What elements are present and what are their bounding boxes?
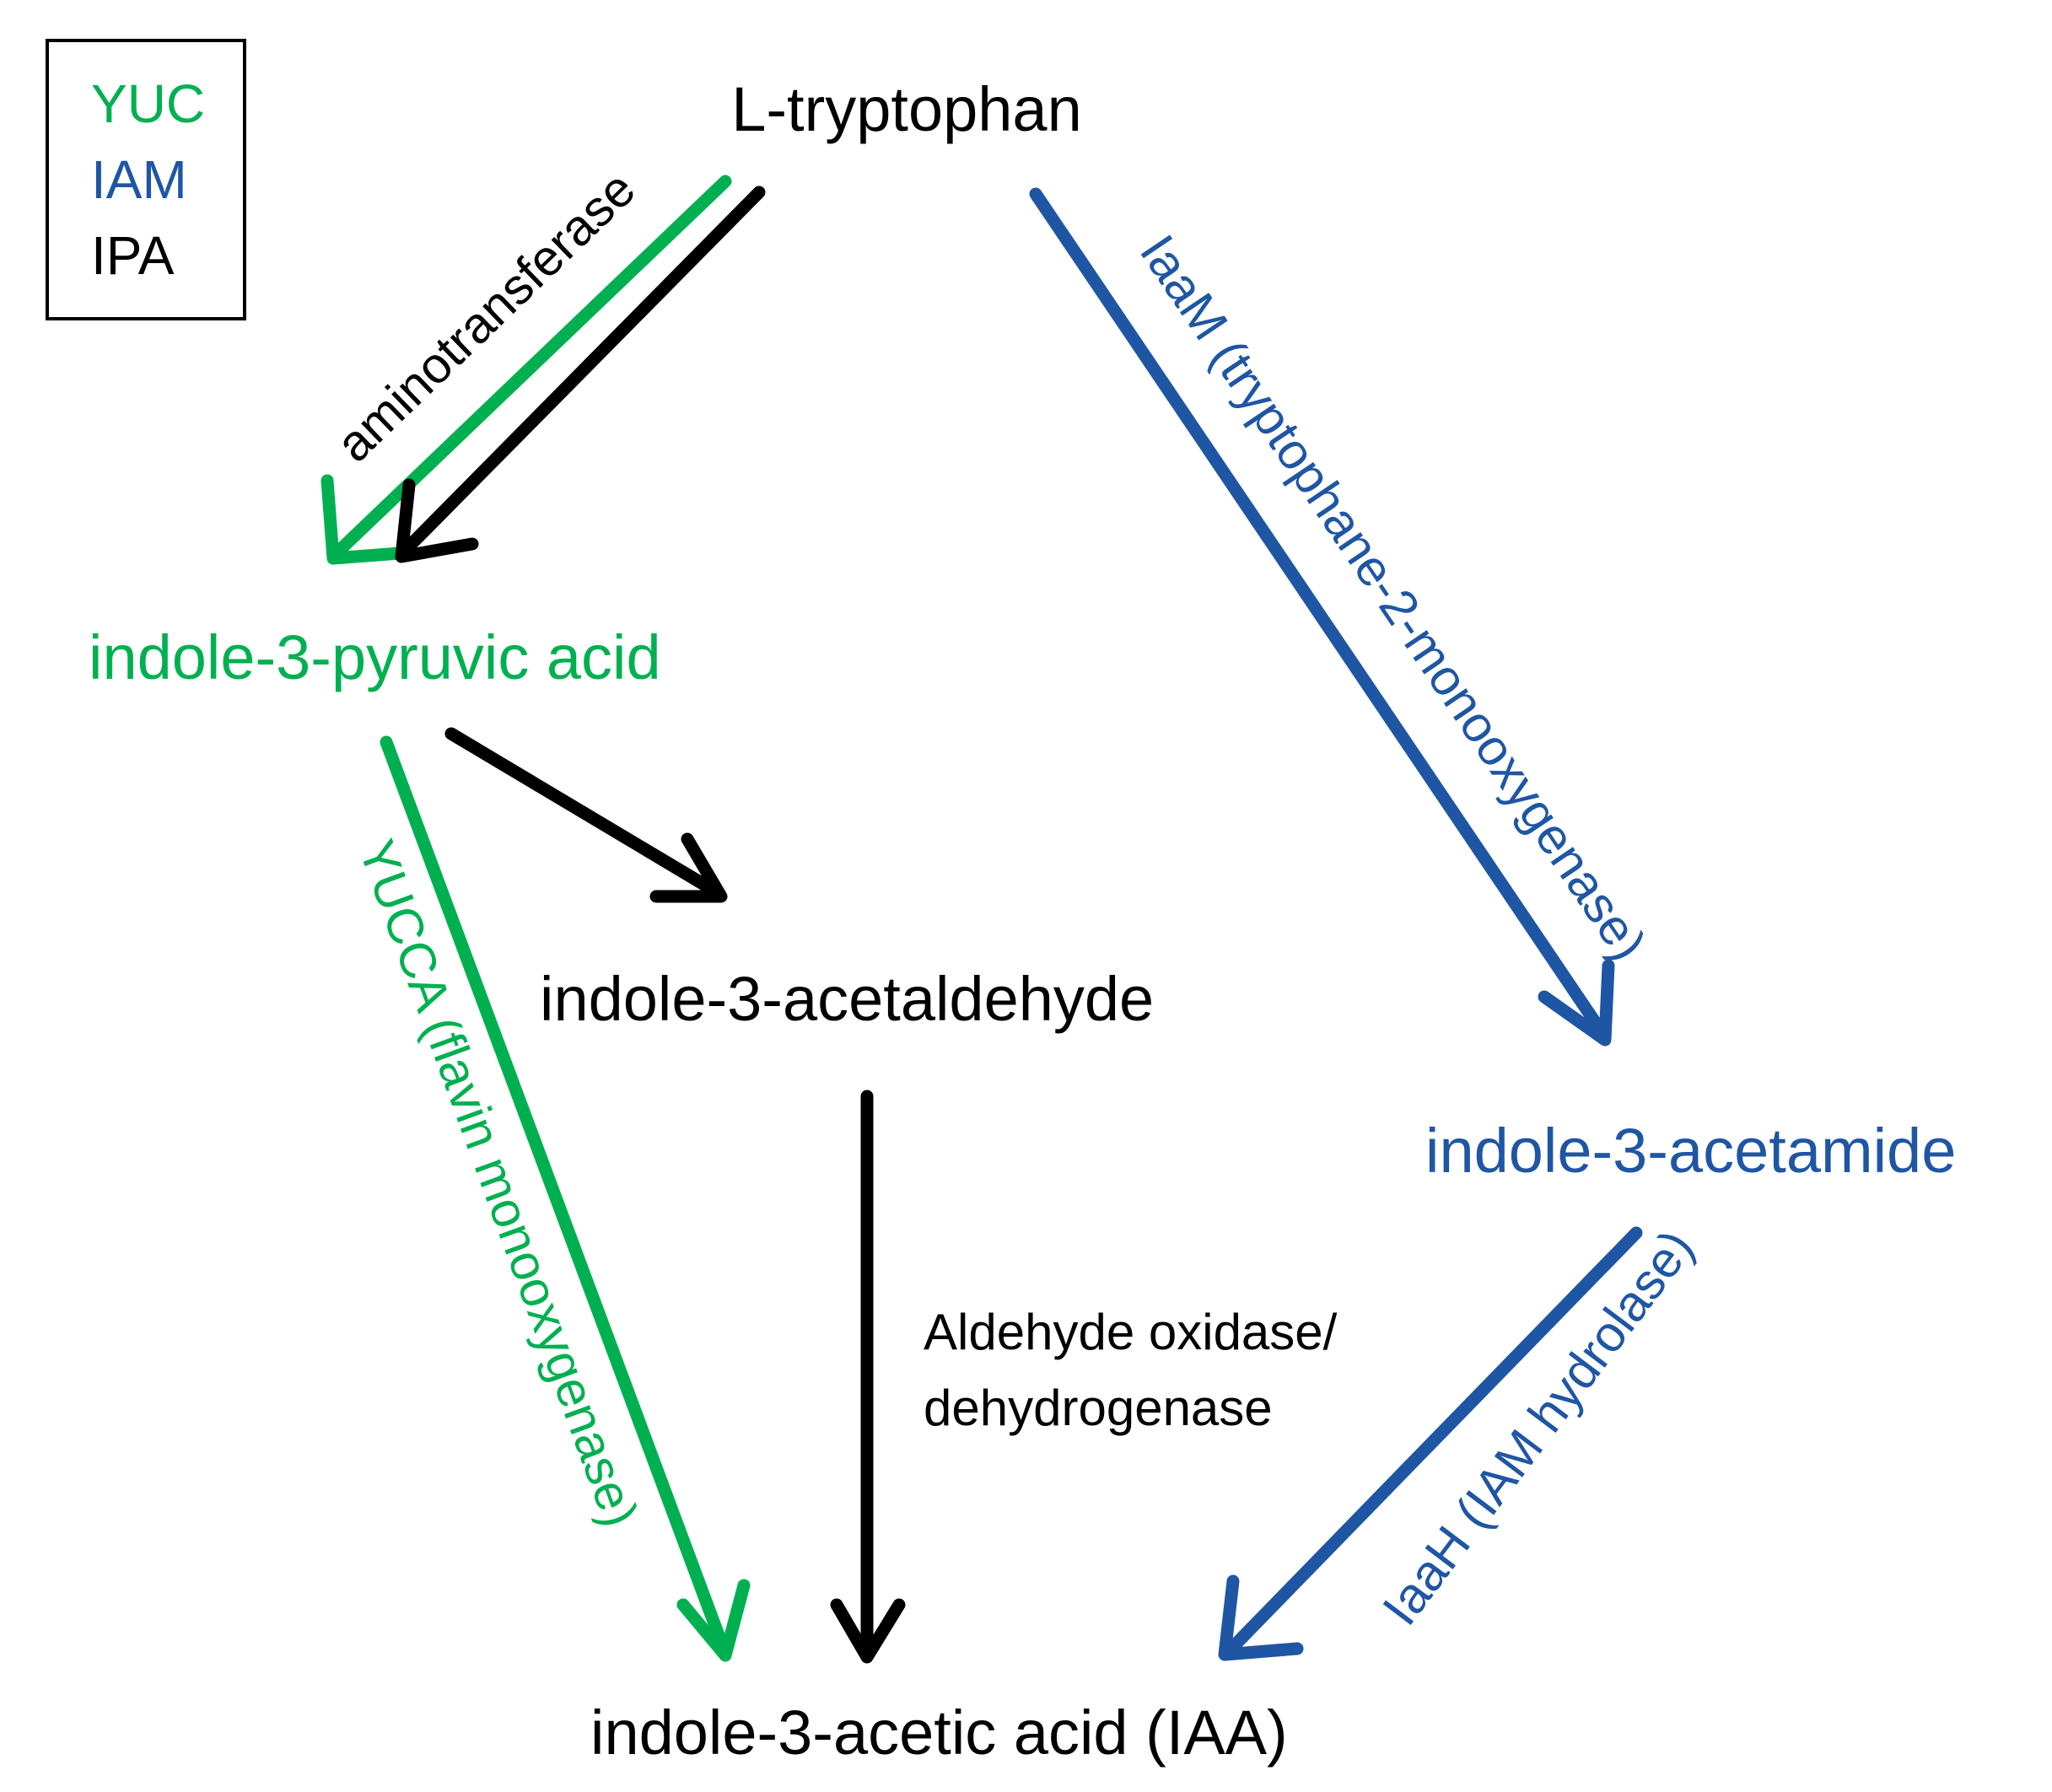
legend-ipa: IPA [91,225,175,286]
label-iaam: IaaM (tryptophane-2-monooxygenase) [1129,225,1657,971]
arrow-pyruvic-to-iaa-yuc [380,735,751,1662]
arrow-acetamide-to-iaa-iam [1218,1226,1643,1661]
node-indole-3-pyruvic-acid: indole-3-pyruvic acid [89,622,661,692]
label-aldehyde-oxidase-line1: Aldehyde oxidase/ [924,1304,1338,1360]
arrow-pyruvic-to-acetaldehyde-ipa [444,727,728,903]
legend-box [46,39,246,320]
label-aldehyde-oxidase-line2: dehydrogenase [924,1380,1273,1436]
legend-iam: IAM [91,149,187,210]
node-indole-3-acetaldehyde: indole-3-acetaldehyde [540,964,1154,1034]
label-aminotransferase: aminotransferase [326,160,646,472]
legend-yuc: YUC [91,73,205,134]
arrow-tryptophan-to-acetamide-iam [1029,187,1615,1047]
arrow-tryptophan-to-pyruvic-yuc [320,175,732,565]
label-yucca: YUCCA (flavin monooxygenase) [348,832,649,1533]
label-iaah: IaaH (IAM hydrolase) [1371,1219,1705,1635]
node-indole-3-acetic-acid: indole-3-acetic acid (IAA) [590,1698,1288,1768]
legend: YUC IAM IPA [46,39,246,320]
node-indole-3-acetamide: indole-3-acetamide [1425,1116,1956,1186]
arrow-tryptophan-to-pyruvic-ipa [395,186,766,563]
arrow-acetaldehyde-to-iaa-ipa [830,1090,906,1664]
node-l-tryptophan: L-tryptophan [731,74,1082,144]
